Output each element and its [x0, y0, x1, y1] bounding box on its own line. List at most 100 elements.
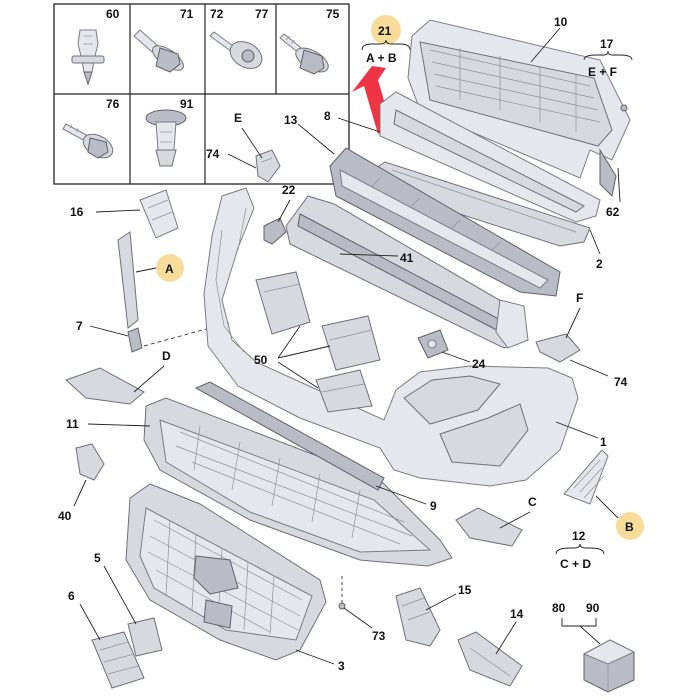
fastener-number: 77 [255, 7, 269, 21]
leader-line [227, 153, 257, 169]
leader-line [95, 209, 141, 213]
fastener-number: 76 [106, 97, 120, 111]
label-badge [156, 254, 184, 282]
part-15-bracket [395, 587, 441, 647]
leader-line [135, 267, 157, 273]
leader-line [569, 359, 609, 377]
fastener-cell-75: 75 [279, 7, 340, 75]
group-brace [583, 50, 633, 61]
leader-line [87, 423, 151, 427]
dashed-leader [143, 321, 233, 347]
group-number: 12 [572, 529, 586, 543]
callout-A: A [165, 262, 174, 276]
label-badge [616, 512, 644, 540]
part-6-grille-insert [91, 631, 145, 689]
group-brace [361, 39, 411, 51]
flange-bolt-icon [133, 29, 184, 73]
fastener-number: 91 [180, 97, 194, 111]
part-13-absorber [329, 147, 561, 297]
group-brace [561, 618, 597, 627]
leader-line [441, 351, 471, 363]
fastener-cell-76: 76 [62, 97, 120, 159]
leader-line [295, 649, 335, 665]
label-badge [371, 15, 401, 45]
fastener-number: 71 [180, 7, 194, 21]
part-16-bracket [139, 189, 179, 239]
part-f-bracket [535, 333, 581, 363]
leader-line [89, 325, 129, 337]
fastener-number: 75 [326, 7, 340, 21]
push-rivet-icon [145, 109, 187, 167]
leader-line [530, 27, 561, 63]
callout-74-lower: 74 [614, 375, 628, 389]
part-10-upper-panel [407, 19, 631, 198]
part-11-grille-frame [143, 397, 453, 567]
callout-41: 41 [400, 251, 414, 265]
callout-E: E [234, 111, 242, 125]
leader-line [595, 495, 619, 519]
leader-line [79, 603, 101, 641]
fastener-cell-72-77: 72 77 [209, 7, 269, 69]
leader-line [495, 621, 517, 655]
leader-line [103, 565, 137, 625]
leader-line [277, 325, 301, 359]
part-a-side-rail [117, 231, 139, 329]
leader-line [499, 511, 531, 529]
part-5-bracket [127, 617, 163, 657]
leader-line [343, 607, 373, 629]
fastener-number: 60 [106, 7, 120, 21]
callout-1: 1 [600, 435, 607, 449]
part-40-bracket [75, 443, 105, 481]
fastener-cell-60: 60 [71, 7, 120, 86]
group-brace [555, 543, 605, 555]
leader-line [425, 593, 457, 611]
leader-line [241, 127, 263, 159]
callout-F: F [576, 291, 583, 305]
leader-line [337, 117, 381, 133]
group-label-80-90: 80 90 [552, 601, 601, 645]
part-d-lower-bracket [65, 367, 145, 405]
group-number: 21 [378, 24, 392, 38]
leader-line [277, 345, 331, 359]
fog-light-recess [403, 375, 501, 425]
group-members: A + B [366, 51, 397, 65]
callout-9: 9 [430, 499, 437, 513]
group-members: E + F [588, 65, 617, 79]
callout-C: C [528, 495, 537, 509]
callout-73: 73 [372, 629, 386, 643]
flange-bolt-icon [62, 123, 114, 159]
callout-14: 14 [510, 607, 524, 621]
part-c-bracket [455, 507, 523, 547]
group-label-12: 12 C + D [555, 529, 605, 571]
callout-22: 22 [282, 183, 296, 197]
callout-24: 24 [472, 357, 486, 371]
leader-line [375, 485, 427, 505]
callout-2: 2 [596, 257, 603, 271]
callout-40: 40 [58, 509, 72, 523]
emblem-mount [193, 555, 239, 595]
leader-line [73, 479, 87, 507]
part-24-sensor-bracket [417, 329, 449, 359]
callout-74-upper: 74 [206, 147, 220, 161]
group-number: 17 [600, 37, 614, 51]
part-9-trim-bar [194, 381, 385, 491]
leader-line [579, 625, 601, 645]
leader-line [133, 365, 165, 393]
callout-B: B [625, 520, 634, 534]
fastener-box: 60 71 72 77 [53, 3, 350, 185]
callout-8: 8 [324, 109, 331, 123]
part-50-brackets [255, 271, 381, 413]
fastener-number: 72 [210, 7, 224, 21]
callout-15: 15 [458, 583, 472, 597]
callout-13: 13 [284, 113, 298, 127]
part-41-beam [285, 195, 529, 349]
part-b-corner-trim [563, 449, 609, 505]
group-label-17: 17 E + F [583, 37, 633, 79]
threaded-stud-icon [279, 33, 329, 75]
fastener-cell-71: 71 [133, 7, 194, 73]
leader-line [565, 307, 581, 339]
callout-10: 10 [554, 15, 568, 29]
group-members: C + D [560, 557, 591, 571]
leader-line [339, 253, 399, 257]
